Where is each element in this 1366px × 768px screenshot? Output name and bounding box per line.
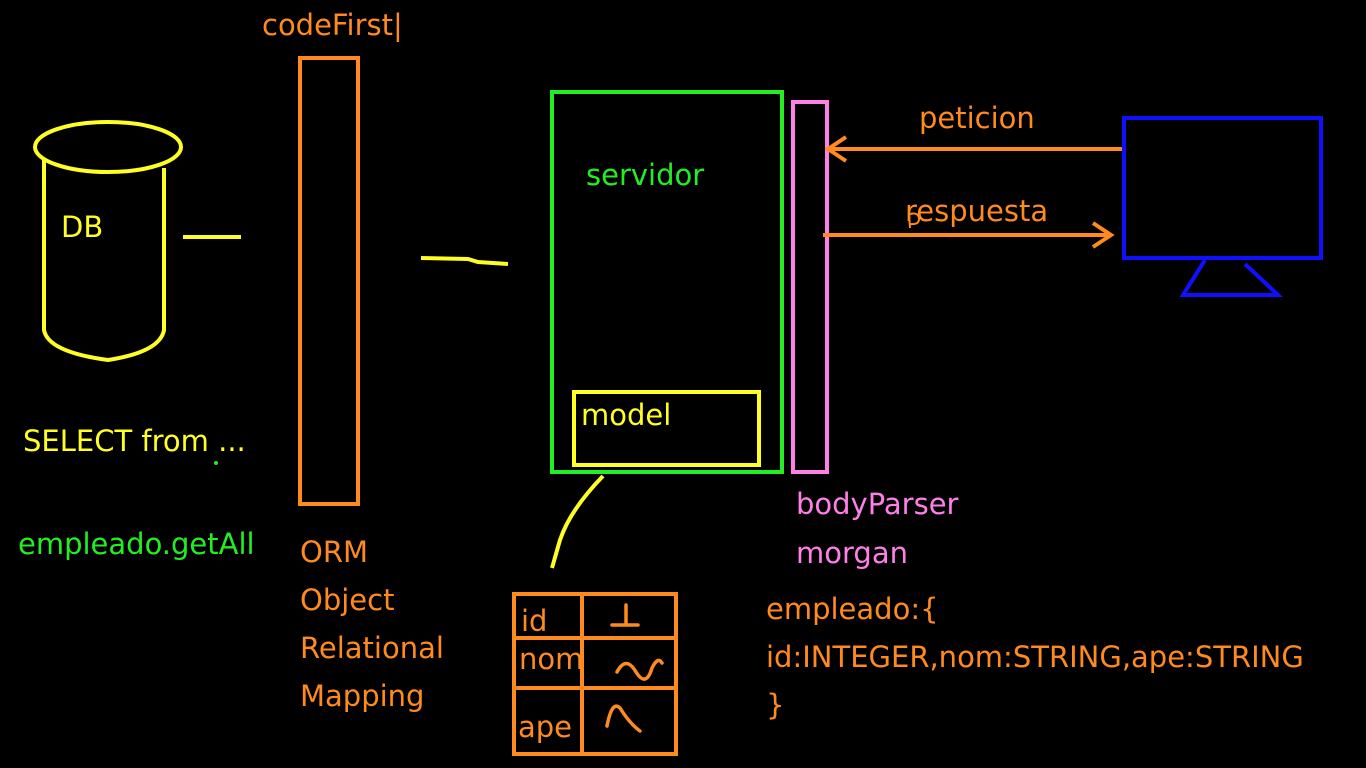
- model-box: [572, 390, 761, 467]
- empleado-def-line-2: id:INTEGER,nom:STRING,ape:STRING: [766, 640, 1304, 674]
- response-label: respuesta: [905, 194, 1049, 228]
- select-query-label: SELECT from ...: [23, 424, 246, 458]
- morgan-label: morgan: [796, 536, 908, 570]
- body-parser-label: bodyParser: [796, 487, 959, 521]
- empleado-def-line-1: empleado:{: [766, 592, 939, 626]
- nom-type-glyph: [615, 658, 664, 681]
- stray-dot: [214, 461, 218, 465]
- orm-line-1: ORM: [300, 535, 368, 569]
- request-label: peticion: [919, 101, 1035, 135]
- db-label: DB: [61, 210, 104, 244]
- model-table-connector: [550, 474, 605, 569]
- ape-type-glyph: [605, 704, 642, 733]
- orm-layer-bar: [298, 56, 360, 506]
- response-arrow: [823, 221, 1115, 249]
- code-first-label: codeFirst|: [262, 8, 403, 42]
- database-cylinder-icon: [33, 120, 183, 362]
- orm-line-3: Relational: [300, 631, 444, 665]
- table-row-id: id: [521, 604, 548, 638]
- table-row-nom: nom: [519, 642, 584, 676]
- model-label: model: [581, 398, 672, 432]
- stray-mark: [908, 212, 921, 229]
- id-type-glyph: [610, 603, 640, 627]
- getall-label: empleado.getAll: [18, 527, 255, 561]
- orm-line-2: Object: [300, 583, 395, 617]
- server-box: [550, 90, 784, 474]
- orm-server-connector: [420, 256, 509, 266]
- model-table-grid: [512, 592, 678, 756]
- request-arrow: [824, 135, 1122, 163]
- table-row-ape: ape: [518, 710, 573, 744]
- orm-line-4: Mapping: [300, 679, 425, 713]
- server-label: servidor: [586, 158, 705, 192]
- empleado-def-line-3: }: [766, 688, 785, 722]
- client-monitor-icon: [1122, 116, 1323, 297]
- middleware-bar: [791, 100, 829, 474]
